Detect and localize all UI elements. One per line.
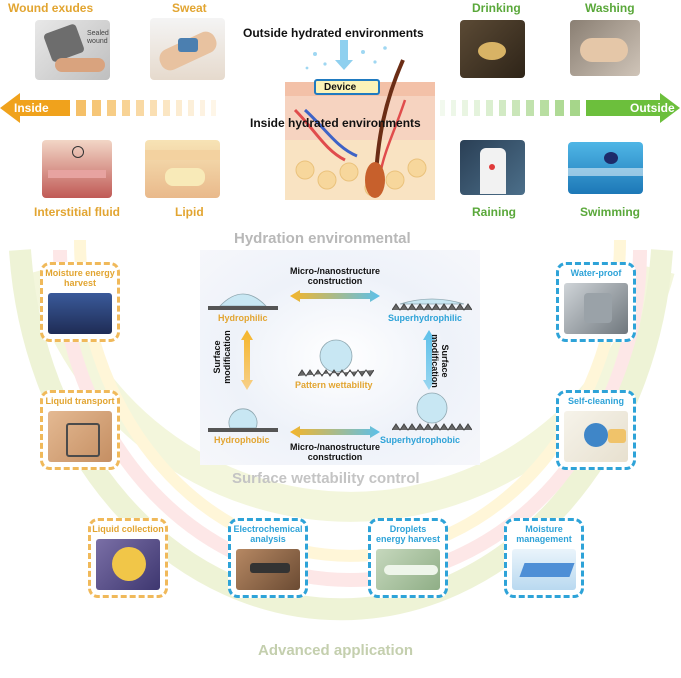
card-water-proof: Water-proof xyxy=(556,262,636,342)
label-raining: Raining xyxy=(472,205,516,219)
inside-arrow-label: Inside xyxy=(14,101,49,115)
washing-image xyxy=(570,20,640,76)
card-droplets-energy-harvest: Droplets energy harvest xyxy=(368,518,448,598)
right-process-line1: Surface xyxy=(440,344,450,378)
card-moisture-management: Moisture management xyxy=(504,518,584,598)
electrochemical-image xyxy=(236,549,300,590)
superhydrophobic-label: Superhydrophobic xyxy=(380,435,461,445)
liquid-collection-label: Liquid collection xyxy=(92,524,164,534)
interstitial-fluid-image xyxy=(42,140,112,198)
wound-exudes-image: Sealed wound xyxy=(35,20,110,80)
inside-arrow xyxy=(0,93,216,123)
device-label: Device xyxy=(324,82,357,93)
label-sweat: Sweat xyxy=(172,1,207,15)
electrochemical-line2: analysis xyxy=(250,534,286,544)
outside-environments-label: Outside hydrated environments xyxy=(243,26,424,40)
top-process-label: Micro-/nanostructure construction xyxy=(285,266,385,286)
moisture-energy-line2: harvest xyxy=(63,278,97,288)
surface-wettability-title: Surface wettability control xyxy=(232,470,420,487)
hydrophilic-label: Hydrophilic xyxy=(218,313,268,323)
water-proof-label: Water-proof xyxy=(570,268,622,278)
bottom-process-arrow xyxy=(290,426,380,438)
superhydrophobic-surface xyxy=(392,392,472,431)
droplets-energy-line1: Droplets xyxy=(389,524,427,534)
pattern-wettability-label: Pattern wettability xyxy=(295,380,373,390)
superhydrophilic-surface xyxy=(392,298,472,311)
lipid-image xyxy=(145,140,220,198)
electrochemical-line1: Electrochemical xyxy=(233,524,303,534)
swimming-image xyxy=(568,142,643,194)
self-cleaning-image xyxy=(564,411,628,462)
inside-environments-label: Inside hydrated environments xyxy=(250,116,421,130)
left-process-label: Surface modification xyxy=(212,322,232,392)
left-process-line1: Surface xyxy=(212,340,222,374)
label-washing: Washing xyxy=(585,1,635,15)
drinking-image xyxy=(460,20,525,78)
bottom-process-line2: construction xyxy=(307,452,363,462)
liquid-transport-label: Liquid transport xyxy=(45,396,115,406)
right-process-label: Surface modification xyxy=(430,326,450,396)
liquid-transport-image xyxy=(48,411,112,462)
wound-label: wound xyxy=(87,38,108,45)
card-moisture-energy-harvest: Moisture energy harvest xyxy=(40,262,120,342)
hydrophilic-surface xyxy=(208,293,278,310)
moisture-management-line1: Moisture xyxy=(525,524,563,534)
moisture-energy-line1: Moisture energy xyxy=(45,268,115,278)
advanced-application-title: Advanced application xyxy=(258,642,414,659)
card-liquid-collection: Liquid collection xyxy=(88,518,168,598)
right-process-arrow xyxy=(423,330,435,390)
sweat-image xyxy=(150,18,225,80)
label-lipid: Lipid xyxy=(175,205,204,219)
pattern-surface xyxy=(298,339,374,377)
outside-arrow xyxy=(440,93,680,123)
bottom-process-line1: Micro-/nanostructure xyxy=(289,442,380,452)
right-process-line2: modification xyxy=(430,334,440,388)
top-process-line1: Micro-/nanostructure xyxy=(289,266,380,276)
sealed-label: Sealed xyxy=(87,30,109,37)
left-process-line2: modification xyxy=(222,330,232,384)
hydrophobic-label: Hydrophobic xyxy=(214,435,270,445)
moisture-energy-image xyxy=(48,293,112,334)
skin-illustration xyxy=(285,40,435,200)
label-interstitial-fluid: Interstitial fluid xyxy=(34,205,121,219)
outside-arrow-label: Outside xyxy=(630,101,675,115)
water-proof-image xyxy=(564,283,628,334)
card-self-cleaning: Self-cleaning xyxy=(556,390,636,470)
hydration-environmental-title: Hydration environmental xyxy=(234,230,411,247)
moisture-management-line2: management xyxy=(516,534,572,544)
droplets-energy-line2: energy harvest xyxy=(375,534,441,544)
droplets-energy-image xyxy=(376,549,440,590)
top-process-line2: construction xyxy=(307,276,363,286)
raining-image xyxy=(460,140,525,195)
label-swimming: Swimming xyxy=(580,205,641,219)
bottom-process-label: Micro-/nanostructure construction xyxy=(285,442,385,462)
card-liquid-transport: Liquid transport xyxy=(40,390,120,470)
top-process-arrow xyxy=(290,290,380,302)
card-electrochemical-analysis: Electrochemical analysis xyxy=(228,518,308,598)
superhydrophilic-label: Superhydrophilic xyxy=(388,313,463,323)
left-process-arrow xyxy=(241,330,253,390)
self-cleaning-label: Self-cleaning xyxy=(567,396,624,406)
moisture-management-image xyxy=(512,549,576,590)
liquid-collection-image xyxy=(96,539,160,590)
hydrophobic-surface xyxy=(208,408,278,432)
label-drinking: Drinking xyxy=(472,1,521,15)
label-wound-exudes: Wound exudes xyxy=(8,1,94,15)
